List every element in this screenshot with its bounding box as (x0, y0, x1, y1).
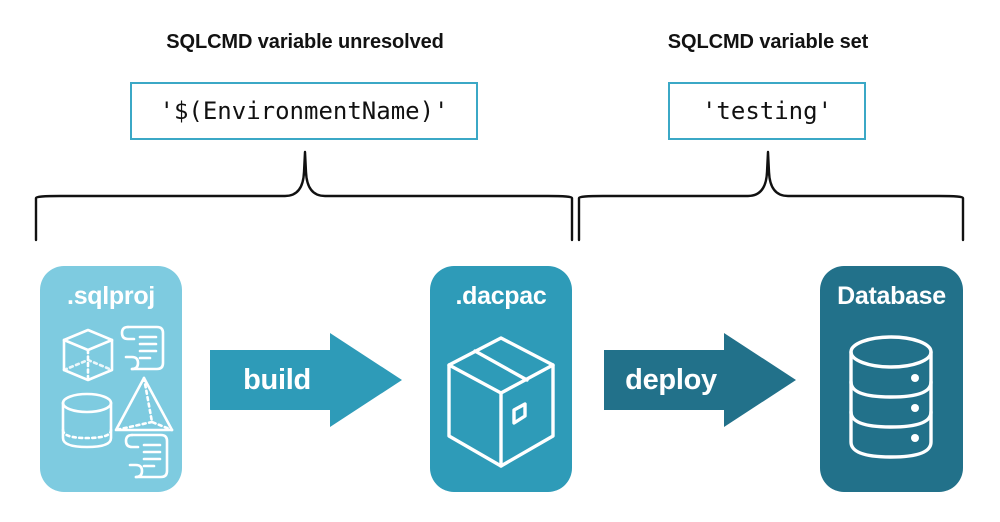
brace-left (34, 150, 574, 242)
artifact-label-sqlproj: .sqlproj (67, 282, 155, 310)
scroll-icon (120, 325, 165, 371)
database-cylinder-icon (849, 335, 933, 459)
artifact-box-database: Database (820, 266, 963, 492)
arrow-build-shape (210, 333, 402, 427)
arrow-build-path (210, 333, 402, 427)
heading-sqlcmd-variable-set: SQLCMD variable set (667, 31, 869, 53)
arrow-build: build (210, 333, 402, 427)
code-value-box-unresolved: '$(EnvironmentName)' (130, 82, 478, 140)
arrow-deploy-shape (604, 333, 796, 427)
database-status-dots (911, 374, 919, 442)
arrow-deploy: deploy (604, 333, 796, 427)
scroll-icon (124, 433, 169, 479)
dacpac-icon-wrap (430, 318, 572, 486)
brace-right (577, 150, 965, 242)
heading-sqlcmd-variable-unresolved: SQLCMD variable unresolved (166, 31, 444, 53)
package-box-icon (447, 336, 555, 468)
sqlproj-icons-svg (61, 325, 174, 479)
arrow-deploy-label: deploy (625, 363, 717, 396)
artifact-box-dacpac: .dacpac (430, 266, 572, 492)
artifact-label-database: Database (837, 282, 946, 310)
arrow-build-label: build (243, 363, 311, 396)
database-icon-wrap (820, 318, 963, 486)
cube-icon (62, 328, 114, 382)
arrow-deploy-path (604, 333, 796, 427)
artifact-box-sqlproj: .sqlproj (40, 266, 182, 492)
artifact-label-dacpac: .dacpac (455, 282, 547, 310)
pyramid-icon (114, 376, 174, 432)
cylinder-icon (61, 392, 113, 449)
sqlproj-icon-cluster (40, 318, 182, 486)
code-value-box-testing: 'testing' (668, 82, 866, 140)
